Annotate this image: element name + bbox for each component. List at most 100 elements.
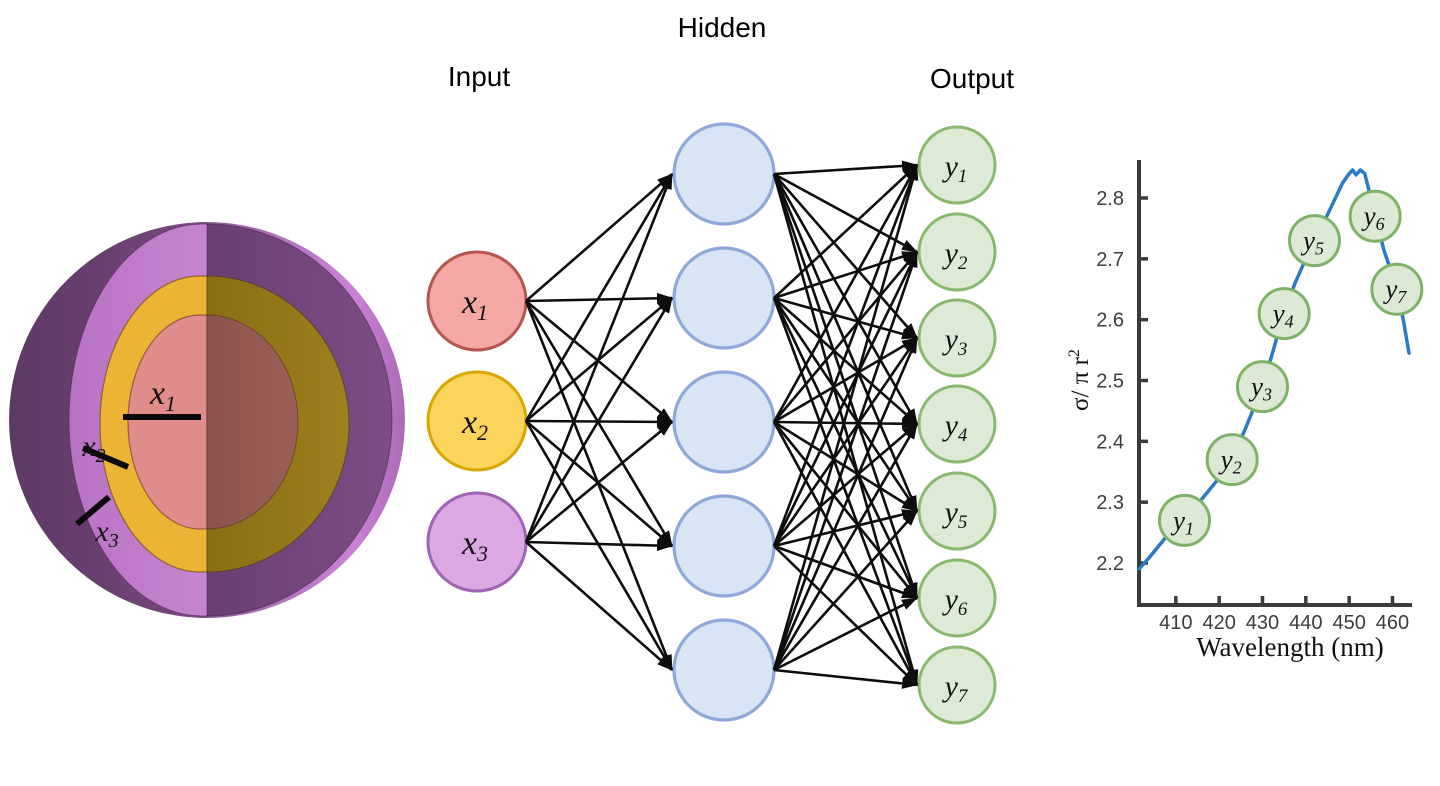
- chart-point-y6: [1348, 189, 1402, 243]
- edge-input-hidden: [525, 541, 673, 671]
- chart-point-label-y1: y1: [1170, 505, 1194, 538]
- edge-hidden-output: [773, 297, 918, 425]
- edge-hidden-output: [773, 544, 918, 600]
- x-tick-label: 440: [1289, 612, 1322, 634]
- y-axis-label-text: σ/ π r2: [1066, 349, 1094, 411]
- edge-hidden-output: [773, 172, 918, 254]
- hidden-node-1: [672, 122, 776, 226]
- output-layer-label: Output: [930, 63, 1014, 94]
- y-tick-label: 2.7: [1096, 249, 1124, 271]
- edge-hidden-output: [773, 510, 918, 671]
- edge-hidden-output: [772, 421, 919, 686]
- y-tick-label: 2.6: [1096, 310, 1124, 332]
- sphere-measure-labels: x1 x2 x3: [81, 375, 176, 552]
- x-tick-label: 460: [1376, 612, 1409, 634]
- hidden-layer-label: Hidden: [678, 12, 767, 43]
- measure-label-x1: x1: [149, 375, 176, 416]
- edge-hidden-output: [773, 164, 918, 299]
- chart-point-label-y5: y5: [1300, 226, 1324, 259]
- x-axis-label: Wavelength (nm): [1196, 632, 1384, 662]
- chart-point-label-y4: y4: [1270, 299, 1294, 332]
- output-node-y1: [917, 125, 997, 205]
- output-node-y4: [917, 384, 997, 464]
- output-node-y6: [917, 558, 997, 638]
- edge-input-hidden: [525, 420, 673, 544]
- edge-input-hidden: [524, 300, 674, 671]
- output-node-y2: [917, 212, 997, 292]
- measure-line-x3: [75, 494, 111, 527]
- edge-hidden-output: [772, 337, 919, 671]
- chart-point-y1: [1157, 493, 1211, 547]
- y-tick-label: 2.4: [1096, 431, 1124, 453]
- edge-hidden-output: [772, 164, 919, 423]
- output-node-y7: [917, 645, 997, 725]
- measure-label-x2: x2: [81, 430, 105, 467]
- input-node-label-x3: x3: [461, 525, 488, 566]
- edge-hidden-output: [773, 668, 918, 689]
- edge-input-hidden: [525, 540, 673, 552]
- hidden-node-4: [672, 494, 776, 598]
- edge-hidden-output: [772, 173, 919, 512]
- edge-hidden-output: [772, 164, 919, 547]
- y-tick-label: 2.3: [1096, 492, 1124, 514]
- output-node-label-y2: y2: [942, 237, 968, 274]
- hidden-node-5: [672, 618, 776, 722]
- edge-hidden-output: [773, 420, 918, 513]
- chart-point-y2: [1205, 433, 1259, 487]
- output-node-y5: [917, 471, 997, 551]
- layer-titles: Input Hidden Output: [448, 12, 1014, 94]
- edge-hidden-output: [773, 160, 918, 176]
- sphere-right-core: [206, 314, 299, 530]
- neural-network-edges: [524, 160, 919, 689]
- edge-hidden-output: [772, 173, 919, 686]
- input-node-label-x2: x2: [461, 404, 488, 445]
- hidden-node-3: [672, 370, 776, 474]
- edge-hidden-output: [773, 509, 918, 548]
- x-tick-label: 450: [1332, 612, 1365, 634]
- y-tick-label: 2.5: [1096, 370, 1124, 392]
- neural-network-nodes: [426, 122, 997, 725]
- edge-input-hidden: [524, 173, 674, 543]
- edge-hidden-output: [772, 164, 919, 671]
- edge-hidden-output: [772, 423, 919, 671]
- edge-hidden-output: [772, 297, 919, 599]
- output-node-label-y6: y6: [942, 583, 968, 620]
- edge-hidden-output: [772, 251, 919, 547]
- input-layer-label: Input: [448, 61, 510, 92]
- edge-hidden-output: [773, 173, 918, 339]
- edge-hidden-output: [773, 251, 918, 423]
- output-node-label-y4: y4: [942, 409, 968, 446]
- edge-hidden-output: [772, 421, 919, 599]
- edge-hidden-output: [773, 296, 918, 340]
- input-node-label-x1: x1: [461, 284, 488, 325]
- hidden-node-2: [672, 246, 776, 350]
- x-tick-label: 420: [1202, 612, 1235, 634]
- chart-point-label-y3: y3: [1248, 372, 1272, 405]
- edge-hidden-output: [773, 596, 918, 672]
- edge-hidden-output: [772, 297, 919, 512]
- edge-input-hidden: [524, 173, 674, 422]
- edge-hidden-output: [773, 423, 918, 547]
- output-node-label-y1: y1: [942, 150, 968, 187]
- y-axis-label: σ/ π r2: [1066, 349, 1094, 411]
- measure-line-x2: [81, 445, 130, 470]
- chart-point-y3: [1235, 360, 1289, 414]
- x-tick-label: 410: [1159, 612, 1192, 634]
- edge-hidden-output: [772, 173, 919, 425]
- chart-point-label-y2: y2: [1218, 445, 1242, 478]
- chart-point-y4: [1257, 287, 1311, 341]
- edge-input-hidden: [525, 173, 673, 302]
- output-node-label-y5: y5: [942, 496, 968, 533]
- edge-hidden-output: [772, 173, 919, 599]
- edge-hidden-output: [772, 337, 919, 547]
- chart-point-label-y6: y6: [1361, 201, 1385, 234]
- chart-point-y5: [1287, 214, 1341, 268]
- output-node-label-y7: y7: [942, 670, 969, 707]
- measure-label-x3: x3: [94, 515, 118, 552]
- edge-input-hidden: [524, 300, 674, 547]
- x-tick-label: 430: [1246, 612, 1279, 634]
- layered-sphere-diagram: x1 x2 x3: [9, 222, 405, 618]
